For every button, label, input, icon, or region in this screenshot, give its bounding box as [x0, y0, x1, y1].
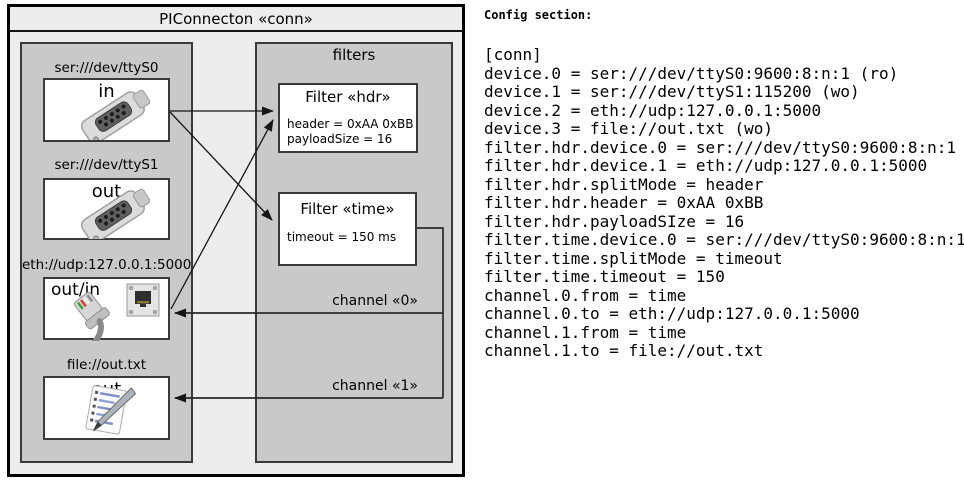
ethernet-socket-icon: [126, 283, 160, 317]
device-node-ttys0: in: [43, 78, 170, 142]
device-label: ser:///dev/ttyS1: [54, 157, 159, 173]
device-node-ttys1: out: [43, 178, 170, 240]
filters-group-title: filters: [332, 46, 376, 64]
config-line: [conn]: [484, 45, 542, 64]
config-line: channel.1.from = time: [484, 322, 687, 342]
port-label: out: [91, 181, 122, 202]
device-node-eth: out/in: [43, 277, 170, 341]
config-line: filter.hdr.header = 0xAA 0xBB: [484, 193, 764, 212]
filter-property: timeout = 150 ms: [287, 230, 397, 244]
notepad-icon: [85, 385, 137, 435]
config-line: device.3 = file://out.txt (wo): [484, 119, 773, 138]
ethernet-plug-icon: [73, 291, 110, 341]
config-line: filter.hdr.device.0 = ser:///dev/ttyS0:9…: [484, 137, 957, 157]
serial-db9-icon: [80, 89, 151, 140]
channel-0-label: channel «0»: [332, 293, 418, 309]
config-line: filter.hdr.splitMode = header: [484, 174, 764, 194]
config-lines: [conn] device.0 = ser:///dev/ttyS0:9600:…: [484, 45, 964, 361]
filter-title: Filter «hdr»: [305, 88, 391, 106]
config-line: filter.hdr.device.1 = eth://udp:127.0.0.…: [484, 156, 928, 175]
config-line: device.0 = ser:///dev/ttyS0:9600:8:n:1 (…: [484, 63, 899, 83]
filter-node-hdr: Filter «hdr» header = 0xAA 0xBB payloadS…: [278, 83, 418, 153]
config-line: device.2 = eth://udp:127.0.0.1:5000: [484, 100, 822, 120]
config-line: filter.time.splitMode = timeout: [484, 248, 783, 268]
config-heading: Config section:: [484, 8, 593, 22]
device-label: eth://udp:127.0.0.1:5000: [22, 257, 192, 273]
filters-group: filters Filter «hdr» header = 0xAA 0xBB …: [255, 42, 453, 463]
serial-db9-icon: [80, 188, 151, 239]
config-line: channel.0.to = eth://udp:127.0.0.1:5000: [484, 304, 860, 323]
frame-title: PIConnecton «conn»: [10, 7, 462, 32]
filter-title: Filter «time»: [300, 200, 395, 218]
filter-property: payloadSize = 16: [287, 132, 393, 146]
config-line: device.1 = ser:///dev/ttyS1:115200 (wo): [484, 82, 860, 101]
devices-group: ser:///dev/ttyS0 in ser:///dev/ttyS1: [20, 42, 193, 463]
config-line: filter.time.timeout = 150: [484, 267, 725, 286]
device-label: file://out.txt: [66, 357, 147, 373]
config-line: filter.time.device.0 = ser:///dev/ttyS0:…: [484, 230, 964, 249]
filter-node-time: Filter «time» timeout = 150 ms: [278, 192, 417, 266]
config-line: filter.hdr.payloadSIze = 16: [484, 211, 745, 231]
config-panel: Config section: [conn] device.0 = ser://…: [484, 8, 964, 360]
device-node-file: out: [43, 376, 170, 440]
config-line: channel.1.to = file://out.txt: [484, 341, 764, 360]
channel-1-label: channel «1»: [332, 378, 418, 394]
port-label: in: [98, 81, 115, 102]
filter-property: header = 0xAA 0xBB: [287, 117, 414, 131]
device-label: ser:///dev/ttyS0: [54, 60, 159, 76]
config-line: channel.0.from = time: [484, 285, 687, 305]
